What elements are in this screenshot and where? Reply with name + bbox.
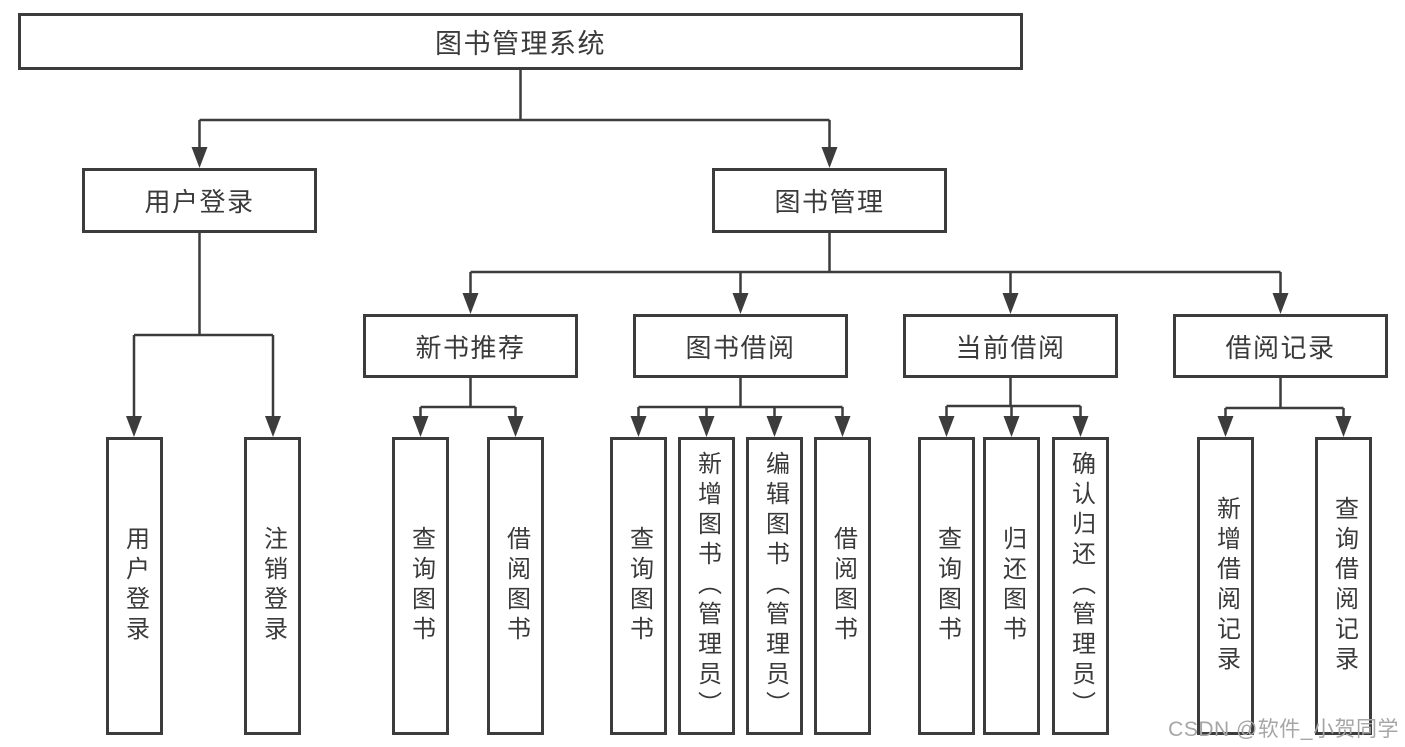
node-label: 借阅记录: [1225, 332, 1336, 363]
node-label: 查询图书: [407, 526, 435, 646]
leaf-query-borrow-record: 查询借阅记录: [1315, 437, 1372, 735]
leaf-borrow-books-under-new-books: 借阅图书: [487, 437, 544, 735]
node-label: 查询图书: [933, 526, 961, 646]
leaf-query-books-under-new-books: 查询图书: [392, 437, 449, 735]
leaf-query-books-under-book-borrow: 查询图书: [610, 437, 667, 735]
connector-book-borrow-to-leaves: [630, 378, 851, 437]
node-book-management: 图书管理: [712, 168, 947, 233]
leaf-add-borrow-record: 新增借阅记录: [1197, 437, 1254, 735]
leaf-edit-book-admin: 编辑图书（管理员）: [746, 437, 803, 735]
node-current-borrowing: 当前借阅: [903, 314, 1118, 378]
leaf-add-book-admin: 新增图书（管理员）: [678, 437, 735, 735]
node-label: 借阅图书: [502, 526, 530, 646]
leaf-return-books: 归还图书: [983, 437, 1040, 735]
node-label: 注销登录: [259, 526, 287, 646]
node-label: 借阅图书: [829, 526, 857, 646]
node-book-borrowing: 图书借阅: [633, 314, 848, 378]
node-label: 查询借阅记录: [1330, 496, 1358, 676]
node-label: 新增借阅记录: [1212, 496, 1240, 676]
node-label: 当前借阅: [955, 332, 1066, 363]
node-label: 编辑图书（管理员）: [761, 451, 789, 721]
node-label: 新书推荐: [415, 332, 526, 363]
connector-user-login-to-leaves: [126, 233, 281, 437]
node-library-system: 图书管理系统: [18, 13, 1023, 70]
leaf-borrow-books-under-book-borrow: 借阅图书: [814, 437, 871, 735]
connector-root-to-level2: [191, 70, 838, 168]
node-label: 用户登录: [144, 187, 255, 217]
connector-book-management-to-level3: [462, 233, 1289, 314]
node-label: 图书管理系统: [435, 29, 606, 59]
leaf-logout: 注销登录: [244, 437, 301, 735]
leaf-query-books-under-current-borrow: 查询图书: [918, 437, 975, 735]
leaf-user-login: 用户登录: [106, 437, 163, 735]
connector-borrow-records-to-leaves: [1217, 378, 1352, 437]
node-label: 查询图书: [625, 526, 653, 646]
node-new-book-recommend: 新书推荐: [363, 314, 578, 378]
csdn-watermark: CSDN @软件_小贺同学: [1168, 718, 1399, 741]
connector-new-books-to-leaves: [412, 378, 524, 437]
node-label: 图书借阅: [685, 332, 796, 363]
node-label: 确认归还（管理员）: [1067, 451, 1095, 721]
node-user-login: 用户登录: [82, 168, 317, 233]
node-label: 用户登录: [121, 526, 149, 646]
node-borrowing-records: 借阅记录: [1173, 314, 1388, 378]
node-label: 归还图书: [998, 526, 1026, 646]
connector-current-borrow-to-leaves: [938, 378, 1089, 437]
node-label: 新增图书（管理员）: [693, 451, 721, 721]
node-label: 图书管理: [774, 187, 885, 217]
leaf-confirm-return-admin: 确认归还（管理员）: [1052, 437, 1109, 735]
